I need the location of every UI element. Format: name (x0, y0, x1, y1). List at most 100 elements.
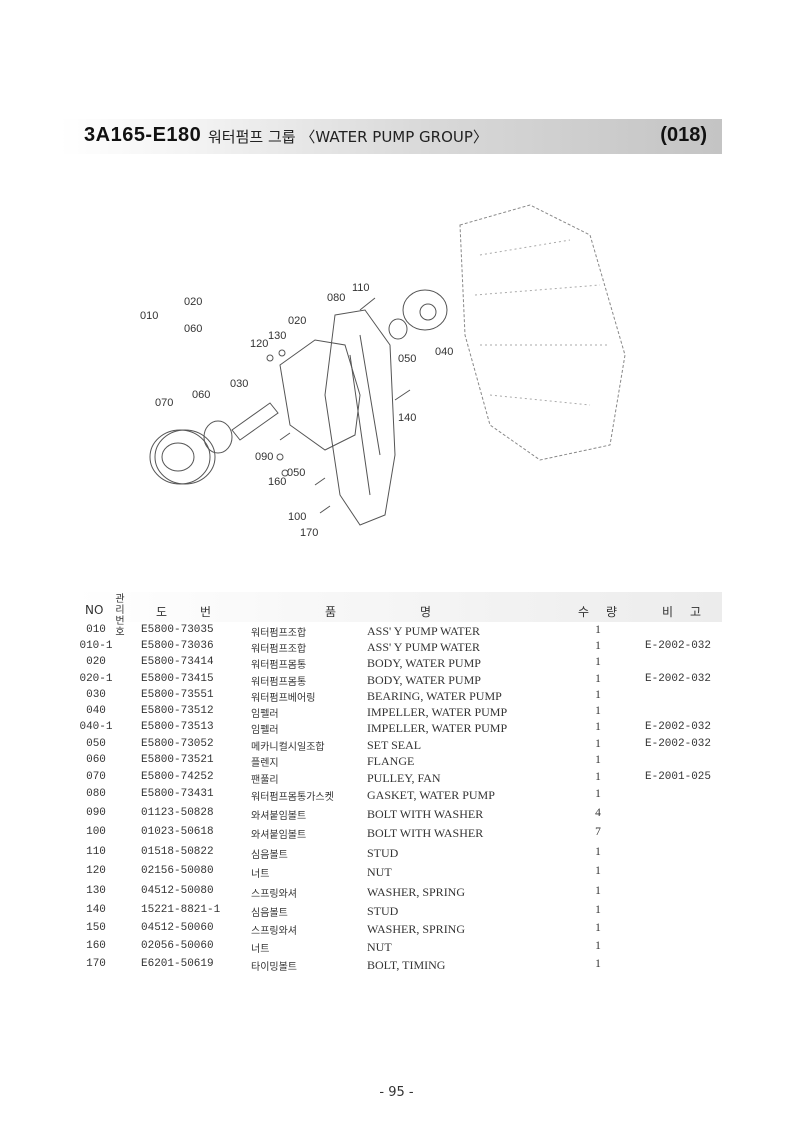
callout-label: 050 (398, 353, 416, 365)
part-name-kor: 워터펌프몸통가스켓 (251, 792, 334, 803)
ref-no: 160 (86, 940, 106, 952)
callout-label: 080 (327, 292, 345, 304)
header-no: NO (85, 603, 104, 617)
group-number: (018) (660, 124, 707, 146)
quantity: 1 (595, 846, 601, 858)
quantity: 1 (595, 673, 601, 685)
part-name-eng: IMPELLER, WATER PUMP (367, 705, 508, 719)
part-name-kor: 너트 (251, 869, 270, 880)
remarks: E-2002-032 (645, 721, 712, 733)
ref-no: 060 (86, 754, 106, 766)
callout-label: 070 (155, 397, 173, 409)
quantity: 1 (595, 640, 601, 652)
callout-label: 050 (287, 467, 305, 479)
part-name-eng: IMPELLER, WATER PUMP (367, 721, 508, 735)
part-name-eng: ASS' Y PUMP WATER (367, 624, 480, 638)
part-name-kor: 임펠러 (251, 725, 279, 736)
part-number: 01123-50828 (141, 807, 214, 819)
part-number: E5800-73431 (141, 788, 214, 800)
part-number: E5800-73513 (141, 721, 214, 733)
quantity: 1 (595, 705, 601, 717)
part-name-kor: 워터펌프조합 (251, 628, 307, 639)
seal-outline (388, 318, 408, 340)
part-name-eng: NUT (367, 865, 392, 879)
quantity: 1 (595, 721, 601, 733)
ref-no: 150 (86, 922, 106, 934)
part-number: E5800-73414 (141, 656, 214, 668)
callout-label: 010 (140, 310, 158, 322)
quantity: 1 (595, 738, 601, 750)
ref-no: 170 (86, 958, 106, 970)
part-number: 01023-50618 (141, 826, 214, 838)
quantity: 1 (595, 788, 601, 800)
part-name-eng: PULLEY, FAN (367, 771, 441, 785)
part-name-kor: 팬풀리 (251, 775, 279, 786)
part-name-kor: 워터펌프몸통 (251, 660, 307, 671)
part-name-eng: STUD (367, 846, 399, 860)
callout-label: 020 (184, 296, 202, 308)
part-name-kor: 임펠러 (251, 709, 279, 720)
remarks: E-2002-032 (645, 738, 712, 750)
part-name-eng: BOLT, TIMING (367, 958, 446, 972)
part-name-kor: 너트 (251, 944, 270, 955)
quantity: 1 (595, 885, 601, 897)
part-name-kor: 심음볼트 (251, 850, 288, 861)
callout-label: 110 (352, 282, 370, 294)
part-number: E5800-73052 (141, 738, 214, 750)
ref-no: 020-1 (79, 673, 113, 685)
ref-no: 040-1 (79, 721, 113, 733)
header-band (60, 119, 722, 154)
ref-no: 020 (86, 656, 106, 668)
pulley-outline (149, 429, 211, 485)
ref-no: 110 (86, 846, 106, 858)
callout-label: 100 (288, 511, 306, 523)
part-number: E5800-73512 (141, 705, 214, 717)
exploded-parts-diagram: 010 020 060 080 110 020 130 120 050 040 … (120, 195, 640, 555)
part-number: E5800-73551 (141, 689, 214, 701)
ref-no: 070 (86, 771, 106, 783)
table-row: 040-1 E5800-73513 임펠러 IMPELLER, WATER PUMP 1… (75, 721, 722, 738)
header-quantity: 수 (578, 605, 590, 619)
quantity: 1 (595, 922, 601, 934)
part-name-eng: BOLT WITH WASHER (367, 807, 484, 821)
engine-block-outline (459, 204, 626, 461)
callout-label: 030 (230, 378, 248, 390)
callout-label: 020 (288, 315, 306, 327)
part-number: E5800-73415 (141, 673, 214, 685)
water-pump-drawing: 010 020 060 080 110 020 130 120 050 040 … (140, 204, 626, 539)
header-management-no: 관리번호 (115, 594, 125, 638)
ref-no: 010 (86, 624, 106, 636)
callout-label: 120 (250, 338, 268, 350)
table-header-band (75, 592, 722, 622)
part-name-kor: 워터펌프베어링 (251, 693, 316, 704)
part-number: 04512-50060 (141, 922, 214, 934)
remarks: E-2001-025 (645, 771, 712, 783)
header-part-no: 도 (156, 605, 168, 619)
part-name-eng: FLANGE (367, 754, 415, 768)
part-name-kor: 플렌지 (251, 758, 279, 769)
ref-no: 120 (86, 865, 106, 877)
callout-label: 040 (435, 346, 453, 358)
quantity: 1 (595, 656, 601, 668)
ref-no: 080 (86, 788, 106, 800)
quantity: 1 (595, 771, 601, 783)
ref-no: 010-1 (79, 640, 113, 652)
ref-no: 040 (86, 705, 106, 717)
ref-no: 030 (86, 689, 106, 701)
part-name-kor: 메카니컬시일조합 (251, 742, 325, 753)
section-code: 3A165-E180 (84, 124, 202, 146)
callout-label: 160 (268, 476, 286, 488)
part-name-eng: STUD (367, 904, 399, 918)
part-number: 02056-50060 (141, 940, 214, 952)
